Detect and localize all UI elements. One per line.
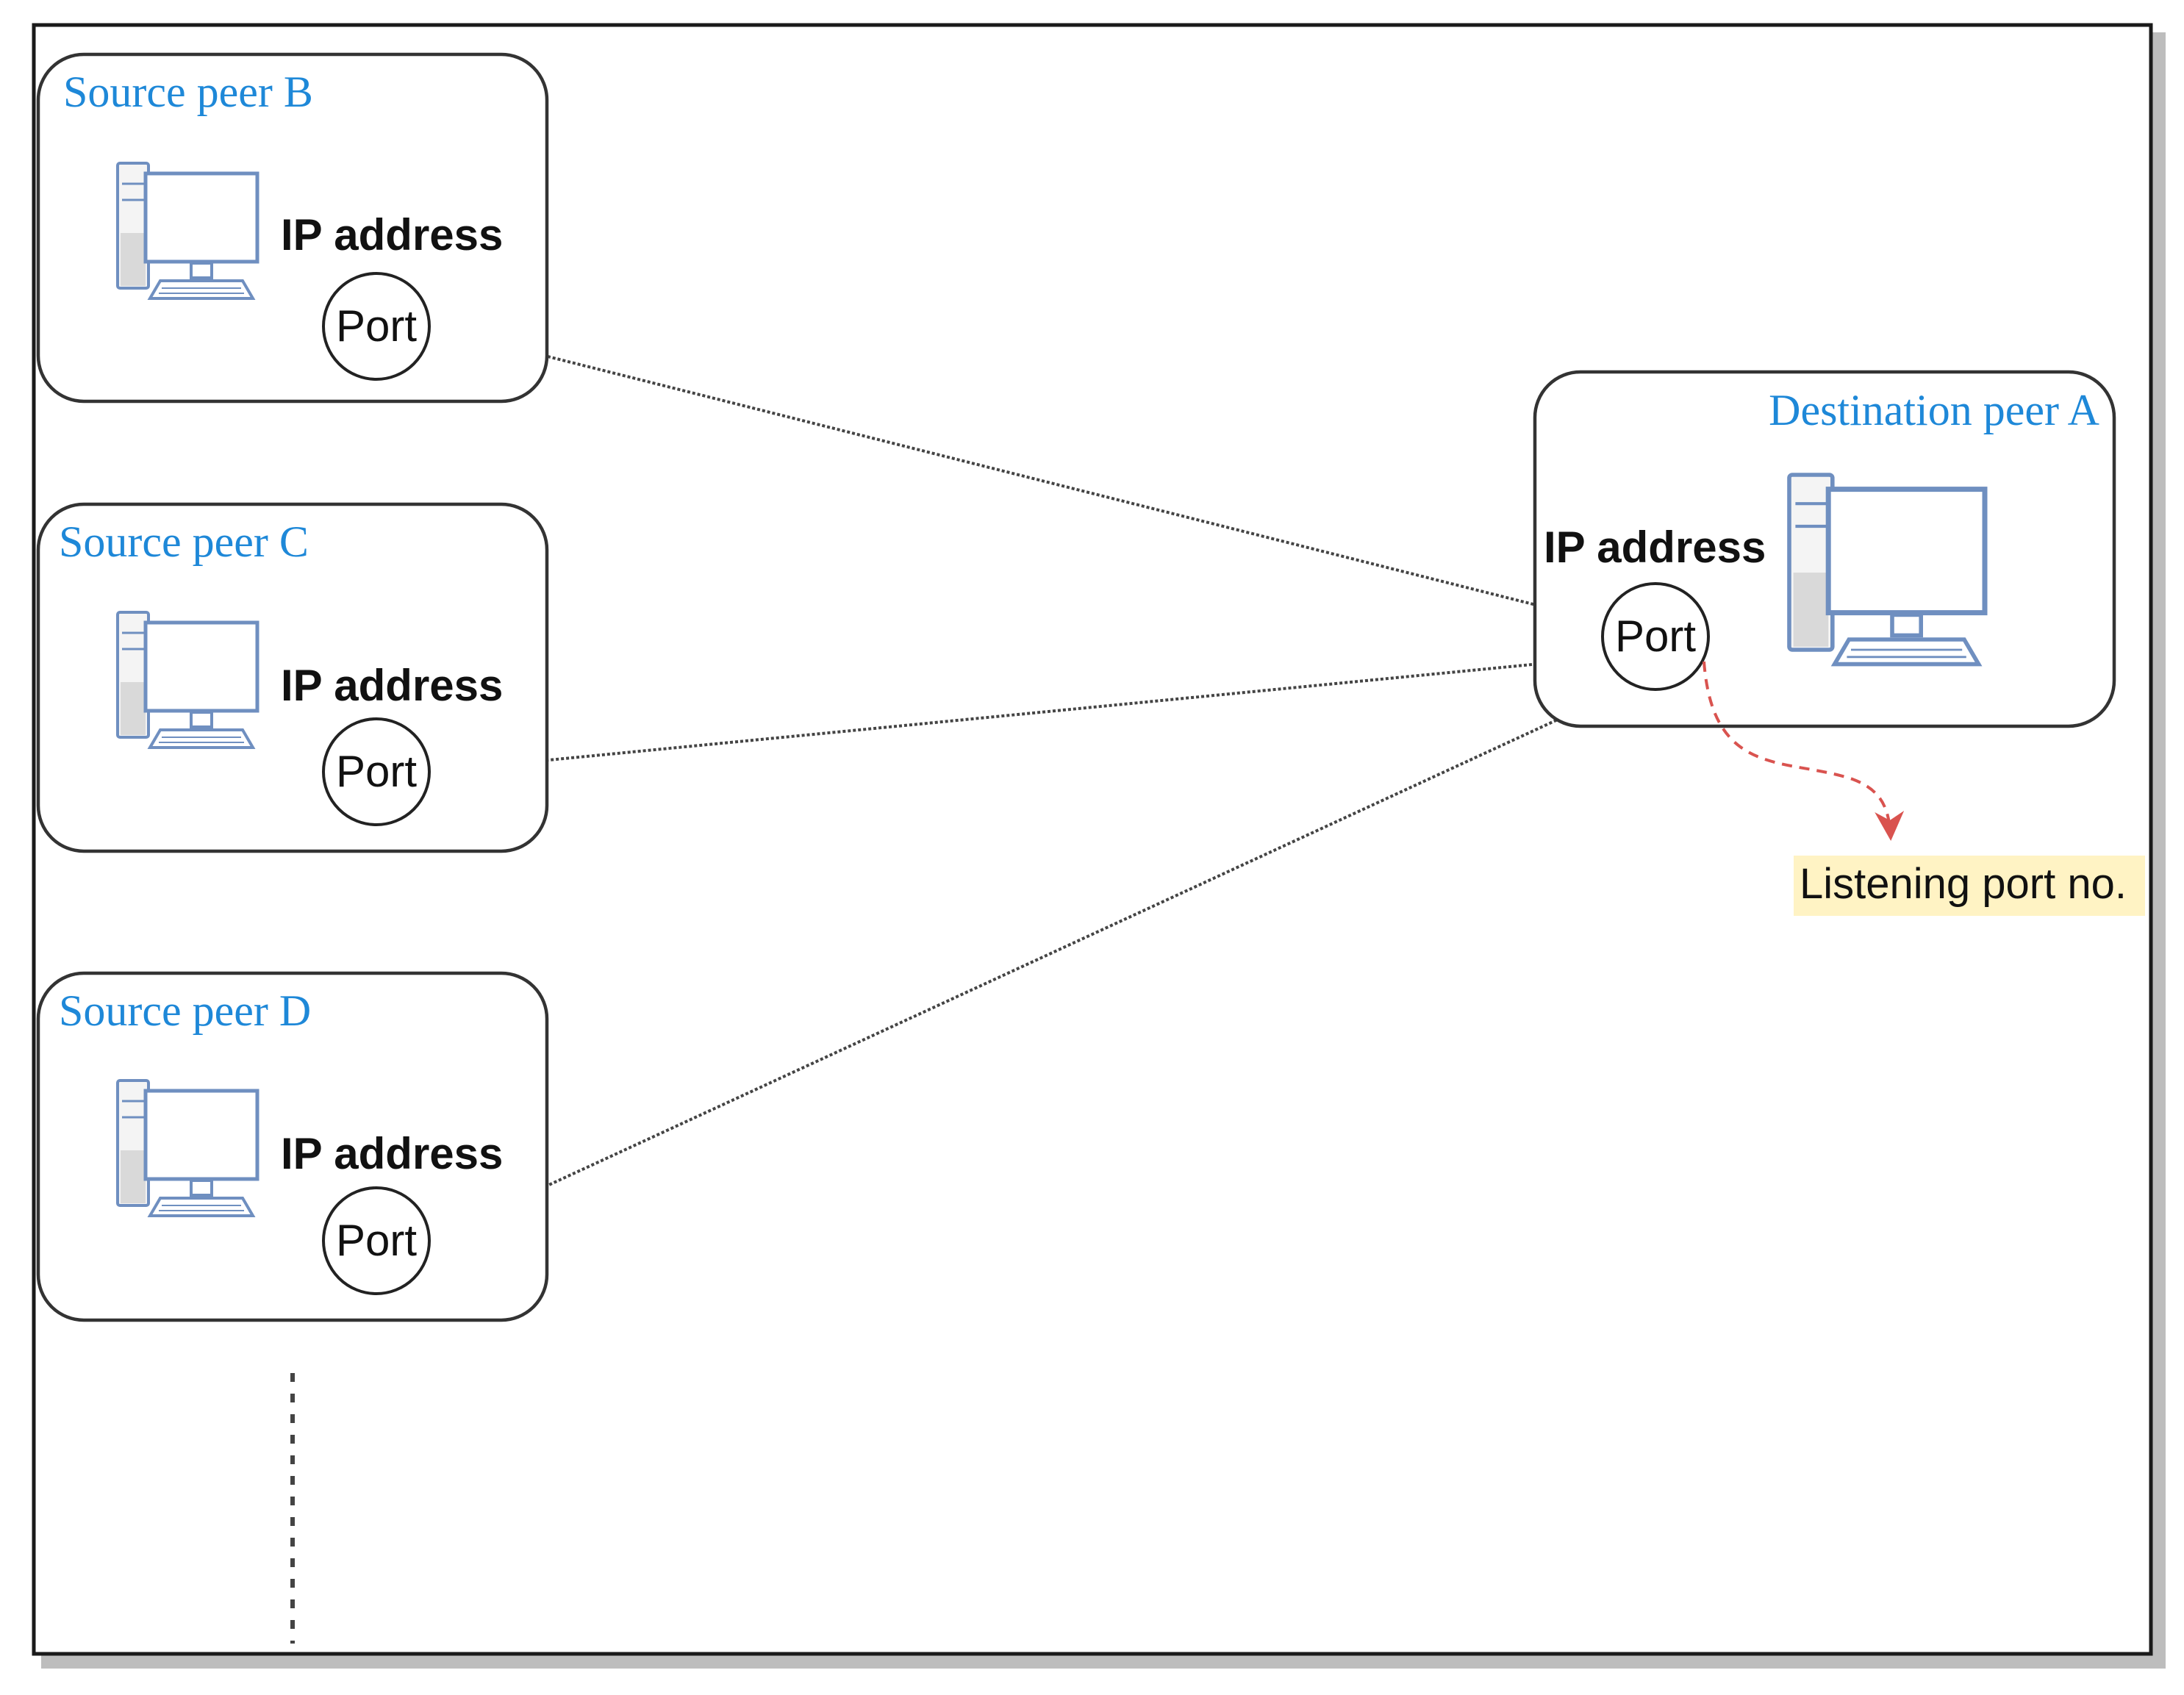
port-label: Port	[336, 301, 417, 351]
ip-address-label: IP address	[1544, 523, 1766, 572]
peer-title: Source peer B	[63, 68, 313, 116]
port-label: Port	[336, 747, 417, 796]
ip-address-label: IP address	[281, 1129, 503, 1178]
source-peer-b: Source peer B IP address Port	[36, 52, 549, 404]
port-circle	[1601, 582, 1710, 691]
port-label: Port	[336, 1216, 417, 1265]
port-label: Port	[1615, 612, 1696, 661]
source-peer-c: Source peer C IP address Port	[36, 502, 549, 853]
source-peer-d: Source peer D IP address Port	[36, 971, 549, 1322]
peer-title: Destination peer A	[1769, 386, 2099, 434]
ip-address-label: IP address	[281, 661, 503, 710]
listening-port-note: Listening port no.	[1800, 860, 2127, 908]
ip-address-label: IP address	[281, 210, 503, 259]
port-circle	[322, 1186, 431, 1295]
connection-b-to-a	[427, 325, 1603, 629]
destination-peer-a: Destination peer A IP address Port	[1533, 370, 2116, 728]
port-circle	[322, 272, 431, 381]
connection-d-to-a	[427, 686, 1628, 1242]
peer-title: Source peer D	[59, 986, 311, 1035]
port-circle	[322, 717, 431, 826]
peer-title: Source peer C	[59, 517, 309, 566]
connection-c-to-a	[427, 645, 1603, 773]
note-background	[1794, 856, 2145, 916]
listening-port-pointer	[1703, 661, 1905, 841]
